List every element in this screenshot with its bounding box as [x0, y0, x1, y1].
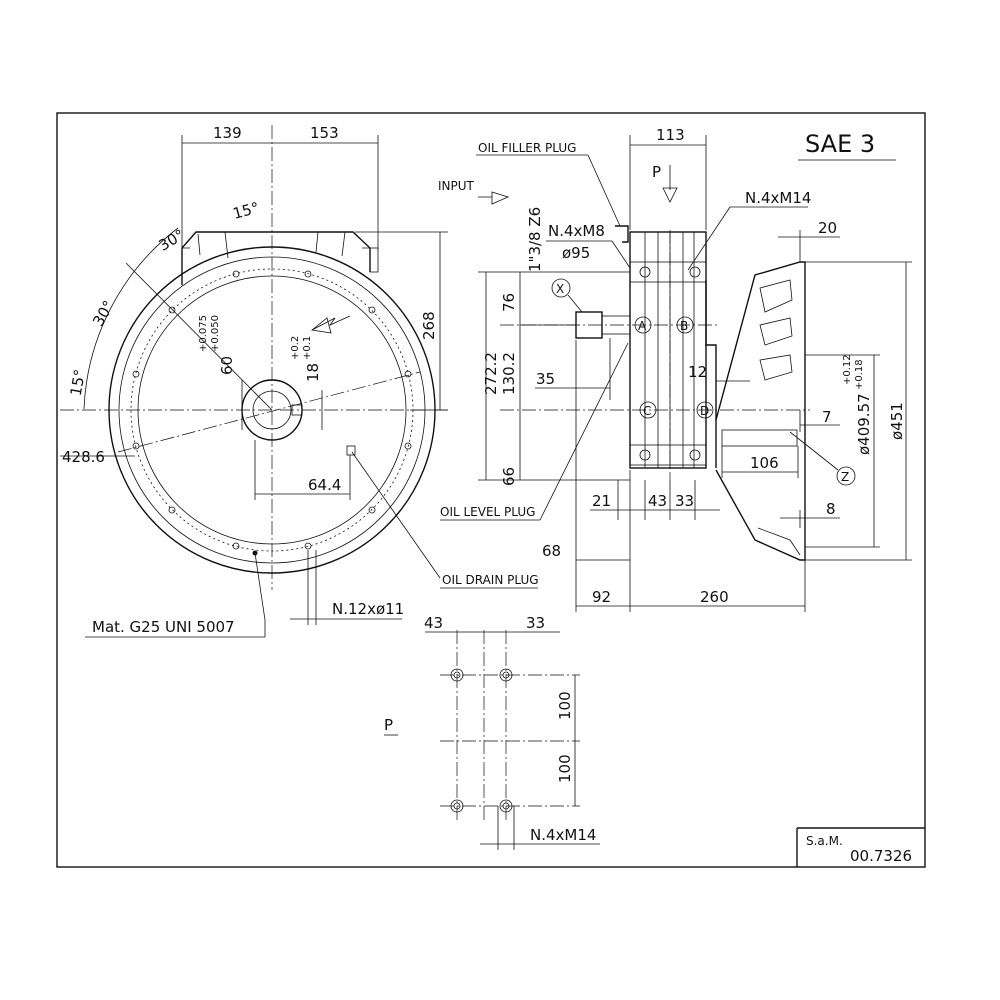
dim-43a: 43	[648, 492, 667, 510]
dim-12: 12	[688, 363, 707, 381]
dim-33b: 33	[526, 614, 545, 632]
dim-43b: 43	[424, 614, 443, 632]
side-view: A B C D X Z	[500, 225, 856, 561]
dim-35: 35	[536, 370, 555, 388]
dim-n4m14-bottom: N.4xM14	[530, 826, 596, 844]
bolt-holes	[132, 270, 412, 550]
tol-60-minus: +0.050	[210, 315, 221, 352]
dim-60: 60	[218, 356, 236, 375]
dim-holes-12: N.12xø11	[332, 600, 404, 618]
label-material: Mat. G25 UNI 5007	[92, 618, 235, 636]
dim-100a: 100	[556, 691, 574, 720]
dim-100b: 100	[556, 754, 574, 783]
housing-body	[629, 231, 707, 469]
dim-428-6: 428.6	[62, 448, 105, 466]
point-b: B	[680, 319, 688, 333]
dim-153: 153	[310, 124, 339, 142]
tol-60-plus: +0.075	[198, 315, 209, 352]
dim-64-4: 64.4	[308, 476, 341, 494]
label-view-p: P	[384, 716, 393, 734]
view-p: P 43 33 100 100 N.4xM14	[384, 614, 600, 850]
dim-angle-15-top: 15°	[231, 199, 261, 223]
point-d: D	[700, 404, 709, 418]
dim-451: ø451	[888, 402, 906, 440]
label-oil-level-plug: OIL LEVEL PLUG	[440, 505, 535, 519]
point-c: C	[643, 404, 651, 418]
dim-8: 8	[826, 500, 836, 518]
dim-66: 66	[500, 467, 518, 486]
dim-21: 21	[592, 492, 611, 510]
drawing-number: 00.7326	[850, 847, 912, 865]
dim-7: 7	[822, 408, 832, 426]
dim-33a: 33	[675, 492, 694, 510]
front-view	[60, 125, 450, 590]
dim-113: 113	[656, 126, 685, 144]
tol-409-plus: +0.12	[842, 354, 853, 385]
point-x: X	[556, 282, 564, 296]
dim-angle-30-a: 30°	[156, 226, 188, 255]
series-label: SAE 3	[798, 130, 896, 161]
dim-272-2: 272.2	[482, 352, 500, 395]
drawing-frame	[56, 112, 926, 868]
dim-130-2: 130.2	[500, 352, 518, 395]
dim-268: 268	[420, 311, 438, 340]
title-block: S.a.M. 00.7326	[796, 827, 925, 867]
bell-housing	[715, 261, 806, 561]
dim-139: 139	[213, 124, 242, 142]
dim-thread: 1"3/8 Z6	[526, 207, 544, 272]
dim-409-57: ø409.57	[855, 393, 873, 455]
label-oil-filler-plug: OIL FILLER PLUG	[478, 141, 576, 155]
point-a: A	[638, 319, 647, 333]
dim-angle-15-left: 15°	[67, 368, 89, 397]
tol-18-minus: +0.1	[302, 336, 313, 360]
dim-92: 92	[592, 588, 611, 606]
front-dimensions: 139 153 268 15° 30° 30° 15° 428.6 +0.075…	[60, 124, 539, 638]
dim-68: 68	[542, 542, 561, 560]
dim-76: 76	[500, 293, 518, 312]
dim-20: 20	[818, 219, 837, 237]
side-dimensions: INPUT P OIL FILLER PLUG 113 N.4xM14 N.4x…	[438, 126, 912, 612]
series-text: SAE 3	[805, 130, 875, 158]
dim-260: 260	[700, 588, 729, 606]
company-name: S.a.M.	[806, 834, 843, 848]
label-input: INPUT	[438, 179, 475, 193]
tol-18-plus: +0.2	[290, 336, 301, 360]
point-z: Z	[841, 470, 849, 484]
tol-409-minus: +0.18	[854, 359, 865, 390]
dim-18: 18	[304, 363, 322, 382]
dim-106: 106	[750, 454, 779, 472]
dim-n4m14-top: N.4xM14	[745, 189, 811, 207]
dim-n4m8: N.4xM8	[548, 222, 605, 240]
label-oil-drain-plug: OIL DRAIN PLUG	[442, 573, 539, 587]
label-p-arrow: P	[652, 163, 661, 181]
dim-95: ø95	[562, 244, 590, 262]
